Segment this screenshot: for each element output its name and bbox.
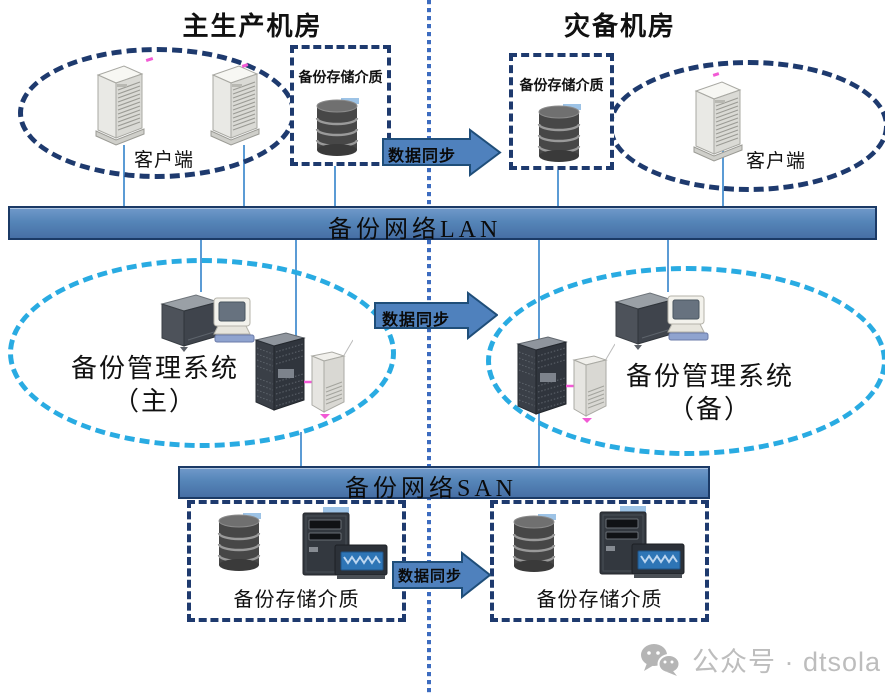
watermark-text: 公众号 · dtsola — [692, 647, 882, 677]
data-sync-label: 数据同步 — [388, 148, 457, 165]
storage-media-box-disaster-top: 备份存储介质 — [509, 53, 614, 170]
connector-line — [300, 432, 302, 468]
connector-line — [334, 158, 336, 206]
mgmt-console-icon — [612, 286, 712, 352]
mgmt-system-name: 备份管理系统 — [70, 354, 239, 383]
disk-array-icon — [510, 513, 558, 575]
tape-library-icon — [594, 506, 686, 584]
rack-server-icon — [510, 330, 616, 424]
client-server-icon — [686, 76, 748, 164]
wechat-icon — [640, 643, 682, 677]
mgmt-system-label-primary: 备份管理系统 （主） — [30, 352, 280, 418]
connector-line — [243, 145, 245, 206]
data-sync-label: 数据同步 — [382, 312, 451, 329]
client-server-icon — [88, 60, 150, 148]
mgmt-standby-suffix: （备） — [667, 395, 752, 424]
client-label-production: 客户端 — [134, 150, 195, 171]
disk-array-icon — [215, 512, 263, 574]
storage-media-label: 备份存储介质 — [298, 71, 383, 86]
mgmt-group-ellipse-primary — [8, 258, 396, 448]
tape-library-icon — [297, 507, 389, 585]
connector-line — [667, 238, 669, 292]
storage-media-box-disaster-bottom: 备份存储介质 — [490, 500, 709, 622]
mgmt-group-ellipse-standby — [486, 266, 885, 456]
connector-line — [557, 162, 559, 206]
data-sync-arrow-bottom — [392, 551, 491, 599]
storage-media-box-production-bottom: 备份存储介质 — [187, 500, 406, 622]
client-server-icon — [203, 60, 265, 148]
storage-media-label: 备份存储介质 — [519, 79, 604, 94]
storage-media-label: 备份存储介质 — [233, 589, 360, 611]
data-sync-arrow-middle — [374, 290, 498, 340]
backup-san-label: 备份网络SAN — [345, 476, 518, 502]
data-sync-label: 数据同步 — [398, 569, 463, 585]
title-production-room: 主生产机房 — [182, 12, 323, 41]
data-sync-arrow-top — [382, 128, 502, 177]
mgmt-primary-suffix: （主） — [112, 387, 197, 416]
rack-server-icon — [248, 326, 354, 420]
storage-media-label: 备份存储介质 — [536, 589, 663, 611]
disk-array-icon — [313, 97, 361, 159]
watermark: 公众号 · dtsola — [640, 640, 881, 679]
mgmt-system-name: 备份管理系统 — [625, 362, 794, 391]
backup-lan-bar: 备份网络LAN — [8, 206, 877, 243]
client-label-disaster: 客户端 — [746, 151, 807, 172]
backup-san-bar: 备份网络SAN — [178, 466, 710, 502]
mgmt-system-label-standby: 备份管理系统 （备） — [585, 360, 835, 426]
backup-lan-label: 备份网络LAN — [328, 217, 502, 243]
storage-media-box-production-top: 备份存储介质 — [290, 45, 391, 166]
disk-array-icon — [535, 103, 583, 165]
mgmt-console-icon — [158, 288, 258, 354]
site-divider-dotted-line — [427, 0, 431, 695]
title-disaster-room: 灾备机房 — [563, 12, 676, 41]
